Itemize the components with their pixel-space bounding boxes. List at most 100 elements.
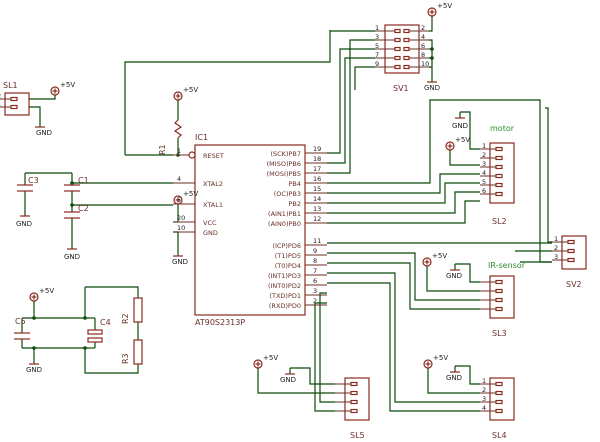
sl4-gnd-wire xyxy=(455,365,480,385)
c4-ref: C4 xyxy=(100,318,111,327)
sl5-vcc-symbol xyxy=(253,359,263,369)
sl5-ref: SL5 xyxy=(350,431,365,440)
ic-pin-name: PB4 xyxy=(288,180,301,188)
reset-inversion-bubble xyxy=(188,151,196,159)
ic-pin-number: 13 xyxy=(313,205,321,213)
sl2-gnd-label: GND xyxy=(452,122,468,130)
ic-pin-number: 19 xyxy=(313,145,321,153)
r3-body xyxy=(133,339,143,365)
sv1-p9 xyxy=(354,66,375,90)
sv1-pin-number: 4 xyxy=(421,33,425,41)
ic-pin-number: 16 xyxy=(313,175,321,183)
sv1-pad xyxy=(403,46,410,52)
sl5-pin-pad xyxy=(350,390,358,396)
sv1-pad xyxy=(403,64,410,70)
r1-vcc-symbol xyxy=(173,91,183,101)
c2-ref: C2 xyxy=(78,204,89,213)
sl3-vcc-label: +5V xyxy=(432,252,447,260)
sl2-pin-pad xyxy=(495,164,503,170)
sl5-vcc-label: +5V xyxy=(263,354,278,362)
sl4-pin-pad xyxy=(495,399,503,405)
sv2-pin-number: 1 xyxy=(554,235,558,243)
motor-label: motor xyxy=(490,124,515,133)
ic-pin-name: (AIN1)PB1 xyxy=(268,210,301,218)
ic-pin-name: (MISO)PB6 xyxy=(267,160,301,168)
sv1-pin-number: 9 xyxy=(375,60,379,68)
ic-pin-name: (INT0)PD2 xyxy=(268,282,301,290)
ic-pin-name: (ICP)PD6 xyxy=(272,242,301,250)
sl2-pin-number: 5 xyxy=(482,178,486,186)
sl2-pin-pad xyxy=(495,146,503,152)
ic-pin-name: GND xyxy=(203,229,218,237)
sl4-vcc-wire xyxy=(427,368,480,394)
r3-ref: R3 xyxy=(121,353,130,364)
sl3-gnd-wire xyxy=(455,263,480,283)
sl3-pin-pad xyxy=(495,279,503,285)
ic-pin-number: 1 xyxy=(177,147,181,155)
sv1-pin-number: 8 xyxy=(421,51,425,59)
ic-pin-number: 12 xyxy=(313,215,321,223)
sv1-pin-number: 10 xyxy=(421,60,429,68)
c5-ref: C5 xyxy=(15,317,26,326)
c1-ref: C1 xyxy=(78,176,89,185)
ic-pin-number: 18 xyxy=(313,155,321,163)
sl4-pin-pad xyxy=(495,381,503,387)
sl1-vcc-symbol xyxy=(50,86,60,96)
ic-pin-name: XTAL1 xyxy=(203,201,223,209)
sl2-pin-pad xyxy=(495,155,503,161)
sl4-vcc-label: +5V xyxy=(433,354,448,362)
ic-pin-number: 4 xyxy=(177,175,181,183)
sl2-gnd-wire xyxy=(460,111,480,150)
ic-pin-number: 17 xyxy=(313,165,321,173)
sv2-pin-pad xyxy=(567,239,575,245)
sl2-pin-number: 3 xyxy=(482,160,486,168)
vcc-ic-symbol xyxy=(173,195,183,205)
symbols xyxy=(0,7,587,421)
c3-ref: C3 xyxy=(28,176,39,185)
ic-pin-number: 14 xyxy=(313,195,321,203)
sl2-pin-number: 1 xyxy=(482,142,486,150)
sl4-pin-number: 1 xyxy=(482,377,486,385)
sv1-pad xyxy=(403,28,410,34)
sl3-gnd-label: GND xyxy=(446,272,462,280)
sl1-gnd-label: GND xyxy=(36,129,52,137)
sv1-pin-number: 6 xyxy=(421,42,425,50)
sl5-pin-pad xyxy=(350,408,358,414)
ic-pin-name: (OC)PB3 xyxy=(274,190,301,198)
sl1-vcc-wire xyxy=(26,95,56,100)
sl3-pin-pad xyxy=(495,297,503,303)
sv1-pin-number: 3 xyxy=(375,33,379,41)
sl2-pin-number: 4 xyxy=(482,169,486,177)
sv1-ref: SV1 xyxy=(393,84,409,93)
wires xyxy=(21,16,552,412)
sl2-vcc-symbol xyxy=(445,141,455,151)
pb3-wire xyxy=(327,173,480,194)
sl1-pin-pad xyxy=(10,104,18,110)
c5-vcc-label: +5V xyxy=(39,287,54,295)
sl4-vcc-symbol xyxy=(423,359,433,369)
sl2-ref: SL2 xyxy=(492,217,507,226)
pb1-wire xyxy=(327,191,480,214)
sl4-pin-number: 3 xyxy=(482,395,486,403)
sv1-gnd-label: GND xyxy=(424,84,440,92)
sl2-vcc-label: +5V xyxy=(455,136,470,144)
r1-body xyxy=(173,119,183,139)
ic-pin-name: (TXD)PD1 xyxy=(269,292,301,300)
ic-pin-name: (AIN0)PB0 xyxy=(268,220,301,228)
c5-gnd-label: GND xyxy=(26,366,42,374)
sl2-pin-pad xyxy=(495,173,503,179)
sl1-pin-number: 2 xyxy=(0,92,1,100)
texts: IC1AT90S2313PRESET1XTAL24XTAL15VCC20GND1… xyxy=(0,2,582,440)
ir-label: IR-sensor xyxy=(488,261,526,270)
pb0-wire xyxy=(327,200,480,224)
ic-pin-name: (SCK)PB7 xyxy=(270,150,301,158)
sv1-pad xyxy=(394,28,401,34)
sv2-ref: SV2 xyxy=(566,280,582,289)
sv2-p1 xyxy=(545,107,552,243)
ic-body xyxy=(194,144,306,316)
ic-ref: IC1 xyxy=(195,133,208,142)
c3-gnd-label: GND xyxy=(16,220,32,228)
r2-body xyxy=(133,297,143,323)
ic-pin-number: 2 xyxy=(313,297,317,305)
ic-gnd-label: GND xyxy=(172,258,188,266)
